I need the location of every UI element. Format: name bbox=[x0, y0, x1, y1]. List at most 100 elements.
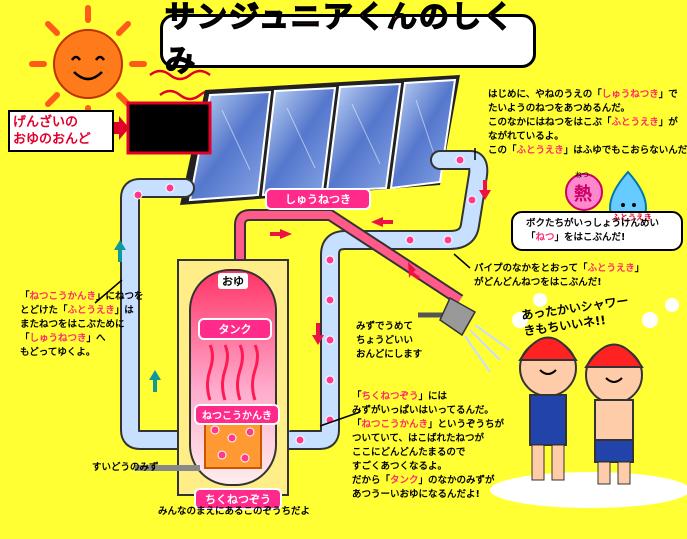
text-segment: この「 bbox=[488, 145, 517, 156]
highlight-term: タンク bbox=[390, 475, 419, 486]
text-line: パイプのなかをとおって「ふとうえき」 bbox=[474, 262, 644, 276]
flow-arrows bbox=[114, 180, 491, 392]
tank-label: タンク bbox=[198, 318, 272, 340]
text-segment: ちょうどいい bbox=[356, 335, 414, 346]
text-segment: 「 bbox=[20, 291, 30, 302]
hot-water-pipe bbox=[236, 211, 463, 304]
text-segment: とどけた「 bbox=[20, 305, 68, 316]
text-line: みずでうめて bbox=[356, 320, 422, 334]
text-segment: 」へ bbox=[86, 333, 106, 344]
text-segment: はじめに、やねのうえの「 bbox=[488, 89, 602, 100]
text-line: 「しゅうねつき」へ bbox=[20, 332, 144, 346]
kid-left bbox=[518, 336, 578, 481]
text-line: ついていて、はこばれたねつが bbox=[352, 432, 504, 446]
mix-text: みずでうめてちょうどいいおんどにします bbox=[356, 320, 422, 362]
sun-icon bbox=[29, 5, 147, 123]
text-segment: このなかにはねつをはこぶ「 bbox=[488, 117, 612, 128]
highlight-term: ふとうえき bbox=[587, 263, 635, 274]
text-segment: だから「 bbox=[352, 475, 391, 486]
text-segment: みずでうめて bbox=[356, 321, 414, 332]
text-line: ながれているよ。 bbox=[488, 130, 687, 144]
storage-tank-caption: みんなのまえにあるこのぞうちだよ bbox=[158, 506, 311, 517]
return-pipe bbox=[120, 178, 210, 450]
text-line: たいようのねつをあつめるんだ。 bbox=[488, 102, 687, 116]
left-text: 「ねつこうかんき」にねつをとどけた「ふとうえき」はまたねつをはこぶために「しゅう… bbox=[20, 290, 144, 360]
supply-pipe bbox=[258, 150, 489, 450]
text-line: ちょうどいい bbox=[356, 334, 422, 348]
highlight-term: ねつこうかんき bbox=[29, 291, 97, 302]
title-frame bbox=[160, 14, 536, 68]
text-segment: ここにどんどんたまるので bbox=[352, 447, 466, 458]
tap-water-label: すいどうのみず bbox=[92, 462, 159, 473]
text-line: この「ふとうえき」はふゆでもこおらないんだ! bbox=[488, 144, 687, 158]
steam-clouds bbox=[512, 293, 679, 328]
storage-text: 「ちくねつぞう」にはみずがいっぱいはいってるんだ。「ねつこうかんき」というぞうち… bbox=[352, 390, 504, 502]
text-line: ここにどんどんたまるので bbox=[352, 446, 504, 460]
solar-collector bbox=[180, 75, 460, 205]
temperature-display bbox=[126, 101, 212, 155]
text-line: もどってゆくよ。 bbox=[20, 346, 144, 360]
text-line: 「ねつこうかんき」にねつを bbox=[20, 290, 144, 304]
heat-exchanger-label: ねつこうかんき bbox=[194, 404, 280, 425]
collector-label: しゅうねつき bbox=[265, 188, 371, 210]
bubble-text: ボクたちがいっしょうけんめい「ねつ」をはこぶんだ! bbox=[526, 217, 659, 245]
heat-up-arrows bbox=[206, 344, 259, 401]
text-segment: 」はふゆでもこおらないんだ! bbox=[563, 145, 687, 156]
text-segment: ついていて、はこばれたねつが bbox=[352, 433, 484, 444]
text-segment: 」のなかのみずが bbox=[418, 475, 495, 486]
storage-tank-label: ちくねつぞう bbox=[194, 488, 282, 510]
text-line: だから「タンク」のなかのみずが bbox=[352, 474, 504, 488]
text-line: すごくあつくなるよ。 bbox=[352, 460, 504, 474]
text-segment: パイプのなかをとおって「 bbox=[474, 263, 588, 274]
text-line: 「ねつこうかんき」というぞうちが bbox=[352, 418, 504, 432]
text-line: あつうーいおゆになるんだよ! bbox=[352, 488, 504, 502]
text-segment: 「 bbox=[20, 333, 30, 344]
intro-text: はじめに、やねのうえの「しゅうねつき」でたいようのねつをあつめるんだ。このなかに… bbox=[488, 88, 687, 158]
text-segment: 「 bbox=[352, 419, 362, 430]
text-segment: たいようのねつをあつめるんだ。 bbox=[488, 103, 631, 114]
highlight-term: ねつこうかんき bbox=[361, 419, 429, 430]
text-line: 「ねつ」をはこぶんだ! bbox=[526, 231, 659, 245]
fluid-mascot-label: ふとうえき bbox=[612, 213, 652, 222]
text-line: またねつをはこぶために bbox=[20, 318, 144, 332]
text-segment: おんどにします bbox=[356, 349, 423, 360]
text-segment: 」には bbox=[418, 391, 448, 402]
text-line: はじめに、やねのうえの「しゅうねつき」で bbox=[488, 88, 687, 102]
text-segment: 」は bbox=[114, 305, 134, 316]
highlight-term: ねつ bbox=[535, 232, 555, 243]
text-line: ボクたちがいっしょうけんめい bbox=[526, 217, 659, 231]
text-line: みずがいっぱいはいってるんだ。 bbox=[352, 404, 504, 418]
heat-exchanger bbox=[204, 417, 262, 469]
ground-puddle bbox=[490, 472, 687, 508]
text-segment: 」にねつを bbox=[96, 291, 144, 302]
highlight-term: ふとうえき bbox=[611, 117, 659, 128]
text-segment: あつうーいおゆになるんだよ! bbox=[352, 489, 480, 500]
text-segment: またねつをはこぶために bbox=[20, 319, 125, 330]
text-segment: 」というぞうちが bbox=[428, 419, 505, 430]
heat-badge bbox=[565, 173, 603, 211]
text-segment: 」が bbox=[658, 117, 678, 128]
text-segment: すごくあつくなるよ。 bbox=[352, 461, 448, 472]
text-line: 「ちくねつぞう」には bbox=[352, 390, 504, 404]
text-segment: 」 bbox=[634, 263, 645, 274]
heat-kanji: 熱 bbox=[574, 184, 592, 205]
text-segment: ボクたちがいっしょうけんめい bbox=[526, 218, 660, 229]
text-segment: 「 bbox=[526, 232, 536, 243]
text-segment: もどってゆくよ。 bbox=[20, 347, 96, 358]
highlight-term: ふとうえき bbox=[67, 305, 115, 316]
highlight-term: しゅうねつき bbox=[29, 333, 87, 344]
shower-head-icon bbox=[439, 296, 477, 337]
shower-spray bbox=[464, 324, 511, 373]
highlight-term: ちくねつぞう bbox=[361, 391, 419, 402]
text-line: とどけた「ふとうえき」は bbox=[20, 304, 144, 318]
text-segment: 」で bbox=[658, 89, 678, 100]
text-segment: がどんどんねつをはこぶんだ! bbox=[474, 277, 602, 288]
kid-right bbox=[584, 343, 644, 485]
text-segment: 「 bbox=[352, 391, 362, 402]
text-line: おんどにします bbox=[356, 348, 422, 362]
highlight-term: ふとうえき bbox=[516, 145, 564, 156]
hot-water-label: おゆ bbox=[218, 273, 248, 289]
highlight-term: しゅうねつき bbox=[601, 89, 659, 100]
temperature-label: げんざいの おゆのおんど bbox=[8, 110, 114, 152]
